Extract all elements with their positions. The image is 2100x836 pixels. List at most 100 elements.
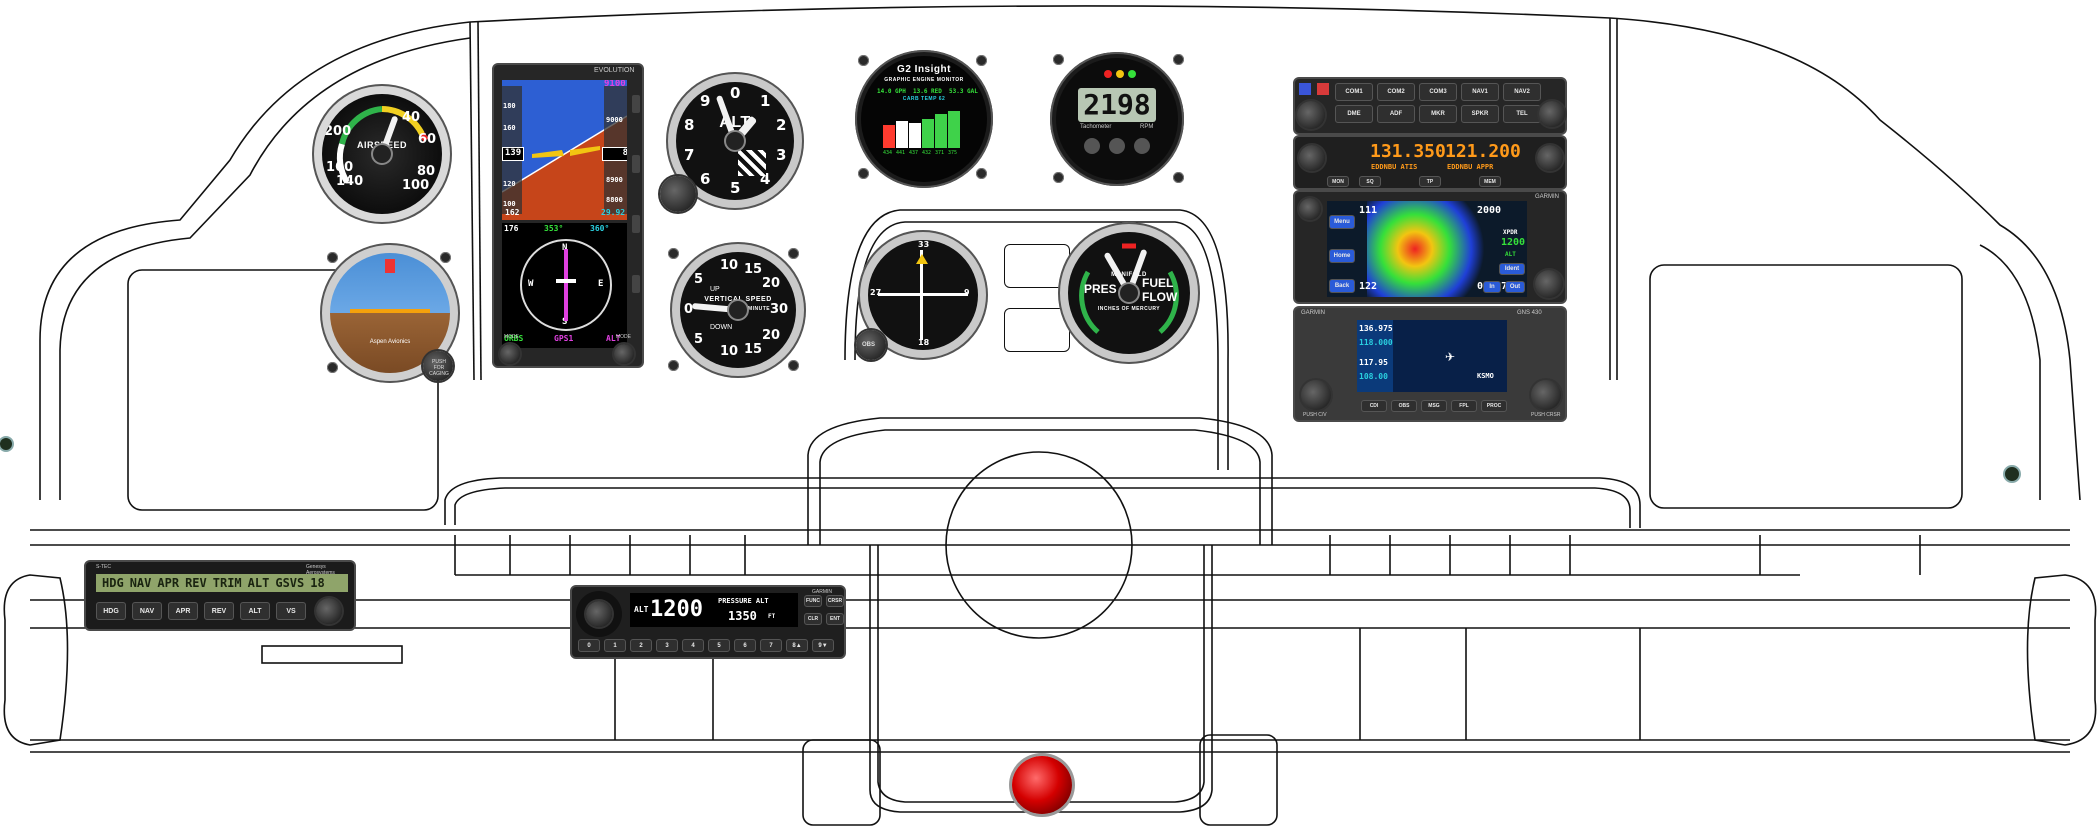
gps-navigator: GARMIN GNS 430 136.975 118.000 117.95 10… <box>1293 306 1567 422</box>
transponder-digit-key[interactable]: 5 <box>708 639 730 652</box>
altimeter-number: 2 <box>776 116 787 134</box>
autopilot-annunciator: ALT <box>247 576 270 590</box>
com-standby-label: EDDNBU APPR <box>1447 163 1494 171</box>
egt-readout: 375 <box>948 150 958 156</box>
autopilot-button-vs[interactable]: VS <box>276 602 306 620</box>
autopilot-knob[interactable] <box>316 598 342 624</box>
pfd-side-button[interactable] <box>632 215 640 233</box>
com-tuning-knob[interactable] <box>1537 145 1563 171</box>
audio-button[interactable]: SPKR <box>1461 105 1499 123</box>
mfd-volume-knob[interactable] <box>1299 198 1321 220</box>
autopilot-button-rev[interactable]: REV <box>204 602 234 620</box>
com-button-mem[interactable]: MEM <box>1479 176 1501 187</box>
mfd-button-out[interactable]: Out <box>1505 281 1525 293</box>
mfd-button-ident[interactable]: Ident <box>1499 263 1525 275</box>
airspeed-number: 80 <box>417 164 436 179</box>
audio-button[interactable]: ADF <box>1377 105 1415 123</box>
autopilot-button-alt[interactable]: ALT <box>240 602 270 620</box>
caging-knob[interactable] <box>423 351 453 381</box>
audio-squelch-knob[interactable] <box>1539 101 1565 127</box>
master-warning-button[interactable] <box>1012 756 1072 814</box>
transponder-digit-key[interactable]: 8▲ <box>786 639 808 652</box>
transponder-digit-key[interactable]: 9▼ <box>812 639 834 652</box>
com-volume-knob[interactable] <box>1299 145 1325 171</box>
audio-button[interactable]: NAV1 <box>1461 83 1499 101</box>
autopilot-annunciator: REV <box>185 576 207 590</box>
audio-button[interactable]: MKR <box>1419 105 1457 123</box>
mfd-screen: Menu Home Back 111 2000 122 00:37 XPDR 1… <box>1327 201 1527 297</box>
tach-button[interactable] <box>1134 138 1150 154</box>
vsi-number: 20 <box>762 276 781 291</box>
gps-model: GNS 430 <box>1517 310 1542 316</box>
mfd-tuning-knob[interactable] <box>1535 270 1563 298</box>
egt-bar-area <box>883 106 963 148</box>
autopilot-button-apr[interactable]: APR <box>168 602 198 620</box>
audio-button[interactable]: COM2 <box>1377 83 1415 101</box>
gps-freq: 117.95 <box>1359 358 1388 367</box>
audio-button[interactable]: DME <box>1335 105 1373 123</box>
altimeter: ALT 0 1 2 3 4 5 6 7 8 9 <box>660 72 804 212</box>
pfd-speed-box: 139 <box>502 147 524 161</box>
pfd-speed-tape-label: 160 <box>503 124 516 132</box>
transponder-digit-key[interactable]: 0 <box>578 639 600 652</box>
transponder-digit-key[interactable]: 2 <box>630 639 652 652</box>
autopilot-button-nav[interactable]: NAV <box>132 602 162 620</box>
mfd-button-back[interactable]: Back <box>1329 279 1355 293</box>
tach-button[interactable] <box>1109 138 1125 154</box>
mfd-button-home[interactable]: Home <box>1329 249 1355 263</box>
audio-volume-knob[interactable] <box>1297 101 1325 129</box>
tach-button[interactable] <box>1084 138 1100 154</box>
audio-button[interactable]: COM3 <box>1419 83 1457 101</box>
gps-button[interactable]: CDI <box>1361 400 1387 412</box>
transponder-crsr-button[interactable]: CRSR <box>826 595 844 607</box>
transponder-ent-button[interactable]: ENT <box>826 613 844 625</box>
vsi-number: 15 <box>744 342 763 357</box>
gps-button[interactable]: FPL <box>1451 400 1477 412</box>
transponder-digit-key[interactable]: 4 <box>682 639 704 652</box>
vsi-down: DOWN <box>710 324 733 331</box>
transponder-brand: GARMIN <box>812 589 832 595</box>
transponder-digit-key[interactable]: 1 <box>604 639 626 652</box>
audio-panel-blue-button[interactable] <box>1299 83 1311 95</box>
autopilot-annunciator: GSVS <box>275 576 305 590</box>
com-button-sq[interactable]: SQ <box>1359 176 1381 187</box>
egt-readout: 432 <box>922 150 932 156</box>
vsi-number: 15 <box>744 262 763 277</box>
transponder-func-button[interactable]: FUNC <box>804 595 822 607</box>
audio-button[interactable]: NAV2 <box>1503 83 1541 101</box>
transponder-mode-knob-ring <box>576 591 622 637</box>
mfd-button-menu[interactable]: Menu <box>1329 215 1355 229</box>
transponder-digit-key[interactable]: 7 <box>760 639 782 652</box>
gps-button[interactable]: PROC <box>1481 400 1507 412</box>
altimeter-kollsman-knob[interactable] <box>660 176 696 212</box>
pfd-side-button[interactable] <box>632 155 640 173</box>
pfd-speed-tape-label: 120 <box>503 180 516 188</box>
autopilot-annunciator: APR <box>157 576 180 590</box>
gps-button[interactable]: MSG <box>1421 400 1447 412</box>
autopilot-button-row: HDG NAV APR REV ALT VS <box>96 602 306 622</box>
autopilot-button-hdg[interactable]: HDG <box>96 602 126 620</box>
gps-com-knob[interactable] <box>1301 380 1331 410</box>
audio-button[interactable]: TEL <box>1503 105 1541 123</box>
ff-sub: INCHES OF MERCURY <box>1097 306 1161 312</box>
gps-button-row: CDI OBS MSG FPL PROC <box>1361 400 1511 412</box>
audio-button[interactable]: COM1 <box>1335 83 1373 101</box>
mfd-button-in[interactable]: In <box>1483 281 1501 293</box>
screw-icon <box>788 248 799 259</box>
gps-crsr-knob[interactable] <box>1531 380 1561 410</box>
pfd-side-button[interactable] <box>632 275 640 293</box>
pfd-right-knob[interactable] <box>614 344 634 364</box>
transponder-mode-knob[interactable] <box>586 601 612 627</box>
cdi-obs-knob[interactable] <box>856 330 886 360</box>
transponder-digit-key[interactable]: 6 <box>734 639 756 652</box>
transponder-clr-button[interactable]: CLR <box>804 613 822 625</box>
transponder-code: 1200 <box>650 597 703 622</box>
com-flip-flop-button[interactable]: TP <box>1419 176 1441 187</box>
com-button-mon[interactable]: MON <box>1327 176 1349 187</box>
audio-panel-red-button[interactable] <box>1317 83 1329 95</box>
transponder-digit-key[interactable]: 3 <box>656 639 678 652</box>
pfd-left-knob[interactable] <box>500 344 520 364</box>
pfd-side-button[interactable] <box>632 95 640 113</box>
altimeter-number: 4 <box>760 170 771 188</box>
gps-button[interactable]: OBS <box>1391 400 1417 412</box>
